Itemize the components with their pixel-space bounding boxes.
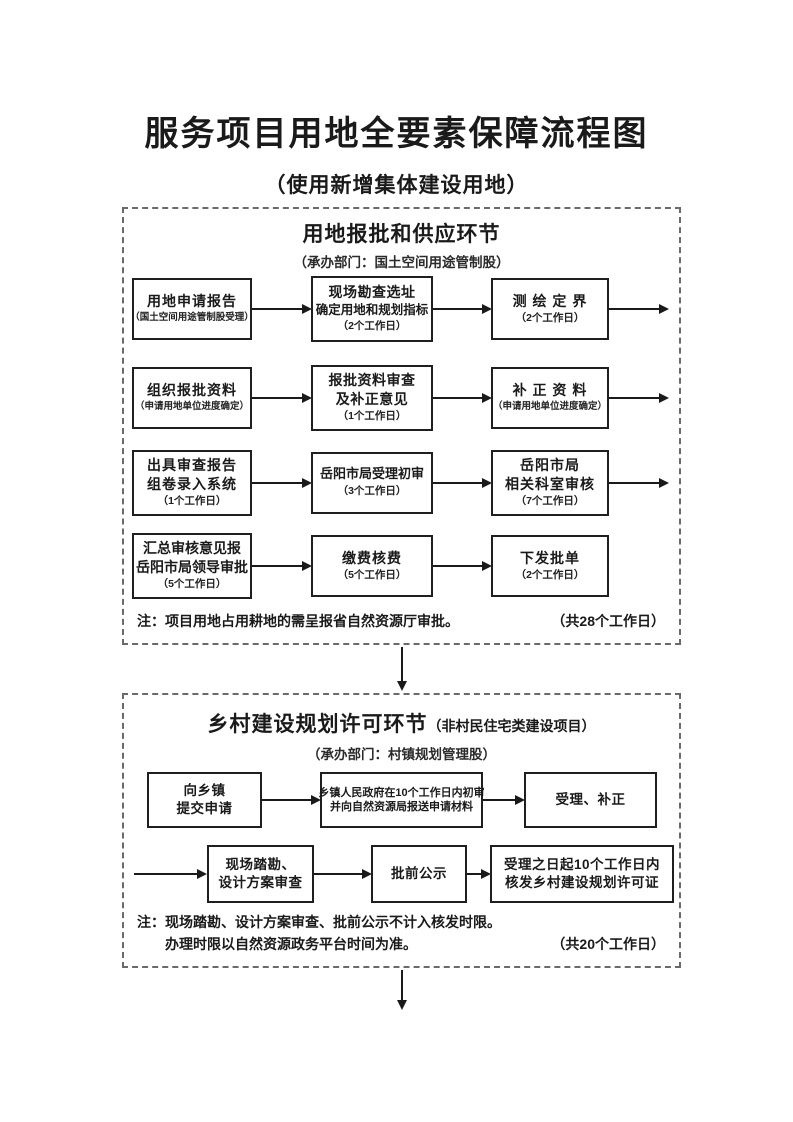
flow-box-surveying: 测 绘 定 界 （2个工作日）	[491, 278, 609, 340]
box-title: 用地申请报告	[147, 293, 237, 310]
section1-note: 注：项目用地占用耕地的需呈报省自然资源厅审批。	[137, 613, 459, 629]
box-subtitle: （5个工作日）	[337, 568, 407, 581]
flow-box-material-review: 报批资料审查 及补正意见 （1个工作日）	[311, 365, 433, 431]
box-subtitle: （2个工作日）	[515, 568, 585, 581]
arrow-right-icon	[609, 303, 669, 314]
section2-title: 乡村建设规划许可环节（非村民住宅类建设项目）	[124, 708, 679, 738]
arrow-right-icon	[134, 868, 207, 879]
section2-total-days: （共20个工作日）	[551, 936, 665, 952]
box-title: 缴费核费	[342, 549, 402, 566]
arrow-right-icon	[252, 560, 312, 571]
box-subtitle: （2个工作日）	[515, 311, 585, 324]
flow-box-township-initial-review: 乡镇人民政府在10个工作日内初审 并向自然资源局报送申请材料	[318, 772, 485, 828]
arrow-right-icon	[433, 303, 492, 314]
arrow-right-icon	[252, 392, 312, 403]
page-subtitle: （使用新增集体建设用地）	[264, 173, 529, 197]
box-title: 下发批单	[520, 549, 580, 566]
arrow-right-icon	[314, 868, 372, 879]
section-land-approval: 用地报批和供应环节 （承办部门：国土空间用途管制股） 用地申请报告 （国土空间用…	[122, 207, 681, 645]
box-subtitle: （2个工作日）	[337, 319, 407, 332]
box-title: 向乡镇	[183, 783, 226, 799]
arrow-right-icon	[467, 868, 491, 879]
section2-department: （承办部门：村镇规划管理股）	[307, 747, 496, 762]
section1-total-days: （共28个工作日）	[551, 613, 665, 629]
section-rural-planning-permit: 乡村建设规划许可环节（非村民住宅类建设项目） （承办部门：村镇规划管理股） 向乡…	[122, 693, 681, 968]
box-title: 汇总审核意见报	[143, 540, 241, 557]
box-title: 报批资料审查	[328, 372, 416, 389]
flow-box-pre-approval-publicity: 批前公示	[371, 845, 467, 903]
section2-title-paren: （非村民住宅类建设项目）	[427, 718, 596, 734]
box-subtitle: （7个工作日）	[515, 494, 585, 507]
box-subtitle: （国土空间用途管制股受理）	[130, 312, 254, 324]
box-title-line2: 组卷录入系统	[147, 475, 237, 492]
box-title-line2: 相关科室审核	[505, 475, 595, 492]
section2-note-line1: 注：现场踏勘、设计方案审查、批前公示不计入核发时限。	[137, 914, 501, 930]
box-subtitle: （5个工作日）	[157, 577, 227, 590]
box-subtitle: （1个工作日）	[337, 409, 407, 422]
section1-department: （承办部门：国土空间用途管制股）	[293, 255, 510, 270]
arrow-right-icon	[433, 392, 492, 403]
flow-box-issue-permit: 受理之日起10个工作日内 核发乡村建设规划许可证	[490, 845, 674, 903]
flow-box-accept-supplement: 受理、补正	[524, 772, 657, 828]
flow-box-city-initial-review: 岳阳市局受理初审 （3个工作日）	[311, 452, 433, 514]
arrow-right-icon	[609, 477, 669, 488]
box-title: 出具审查报告	[147, 457, 237, 474]
box-title: 现场踏勘、	[225, 857, 296, 873]
arrow-right-icon	[252, 303, 312, 314]
box-subtitle: （3个工作日）	[337, 485, 407, 498]
section1-title: 用地报批和供应环节	[302, 223, 501, 246]
arrow-right-icon	[609, 392, 669, 403]
box-title: 岳阳市局受理初审	[319, 466, 424, 482]
box-title: 乡镇人民政府在10个工作日内初审	[318, 786, 485, 799]
flow-box-department-audit: 岳阳市局 相关科室审核 （7个工作日）	[491, 450, 609, 516]
page-title: 服务项目用地全要素保障流程图	[144, 116, 649, 153]
flow-box-fee-payment: 缴费核费 （5个工作日）	[311, 535, 433, 597]
box-title: 测 绘 定 界	[512, 292, 588, 309]
flow-box-issue-approval: 下发批单 （2个工作日）	[491, 535, 609, 597]
box-title: 受理之日起10个工作日内	[503, 857, 661, 873]
flow-box-site-inspection: 现场踏勘、 设计方案审查	[207, 845, 314, 903]
flow-box-summary-approval: 汇总审核意见报 岳阳市局领导审批 （5个工作日）	[132, 533, 252, 599]
box-title: 岳阳市局	[520, 457, 580, 474]
arrow-right-icon	[433, 560, 492, 571]
box-title: 补 正 资 料	[512, 382, 588, 399]
arrow-right-icon	[252, 477, 312, 488]
arrow-down-icon	[396, 647, 407, 691]
box-title-line2: 核发乡村建设规划许可证	[505, 875, 659, 890]
arrow-right-icon	[433, 477, 492, 488]
box-title-line2: 设计方案审查	[218, 875, 303, 890]
box-title: 批前公示	[391, 866, 447, 882]
box-title: 受理、补正	[555, 792, 626, 808]
box-subtitle: （申请用地单位进度确定）	[134, 401, 249, 413]
box-title-line2: 岳阳市局领导审批	[136, 558, 248, 575]
flow-box-review-report: 出具审查报告 组卷录入系统 （1个工作日）	[132, 450, 252, 516]
flow-box-submit-to-township: 向乡镇 提交申请	[147, 772, 262, 828]
arrow-right-icon	[483, 794, 525, 805]
section2-note-line2: 办理时限以自然资源政务平台时间为准。	[165, 936, 417, 952]
box-title: 现场勘查选址	[328, 284, 416, 301]
box-title-line2: 并向自然资源局报送申请材料	[330, 801, 473, 813]
section2-title-main: 乡村建设规划许可环节	[207, 713, 428, 736]
flow-box-site-survey: 现场勘查选址 确定用地和规划指标 （2个工作日）	[311, 276, 433, 342]
flow-box-prepare-materials: 组织报批资料 （申请用地单位进度确定）	[132, 367, 252, 429]
flow-box-land-application: 用地申请报告 （国土空间用途管制股受理）	[130, 278, 254, 340]
box-subtitle: （申请用地单位进度确定）	[493, 401, 608, 413]
flow-box-supplement-materials: 补 正 资 料 （申请用地单位进度确定）	[491, 367, 609, 429]
arrow-down-icon	[396, 970, 407, 1010]
box-title-line2: 提交申请	[176, 801, 233, 816]
box-subtitle: （1个工作日）	[157, 494, 227, 507]
box-title: 组织报批资料	[147, 382, 237, 399]
box-title-line2: 确定用地和规划指标	[315, 302, 429, 317]
arrow-right-icon	[262, 794, 321, 805]
box-title-line2: 及补正意见	[335, 390, 409, 407]
